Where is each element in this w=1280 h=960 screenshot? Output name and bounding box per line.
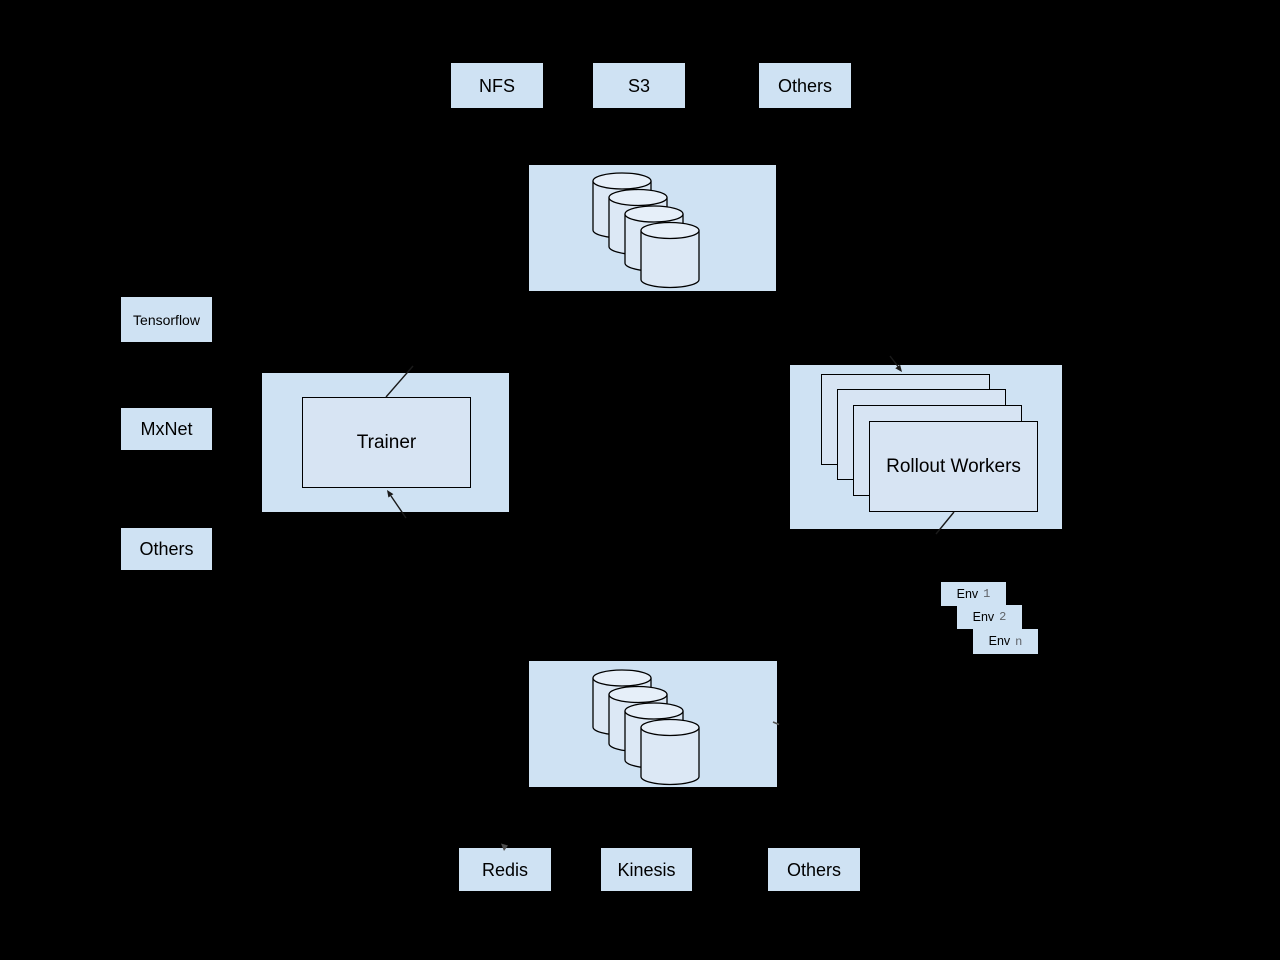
env-n-label: Env bbox=[988, 634, 1011, 649]
env-1-box: Env 1 bbox=[941, 582, 1006, 606]
others-bottom-box: Others bbox=[768, 848, 860, 891]
env-2-index: 2 bbox=[999, 610, 1007, 624]
rollout-worker-card-front: Rollout Workers bbox=[869, 421, 1038, 512]
env-n-box: Env n bbox=[973, 629, 1038, 654]
trainer-container: Trainer bbox=[262, 373, 509, 512]
nfs-box: NFS bbox=[451, 63, 543, 108]
others-frameworks-box: Others bbox=[121, 528, 212, 570]
env-n-index: n bbox=[1015, 634, 1023, 649]
redis-box: Redis bbox=[459, 848, 551, 891]
mxnet-box: MxNet bbox=[121, 408, 212, 450]
rollout-workers-label: Rollout Workers bbox=[886, 455, 1021, 477]
s3-box: S3 bbox=[593, 63, 685, 108]
trainer-label: Trainer bbox=[356, 431, 417, 453]
model-storage-box bbox=[529, 165, 776, 291]
data-storage-box bbox=[529, 661, 777, 787]
rollout-workers-container: Rollout Workers bbox=[790, 365, 1062, 529]
env-2-box: Env 2 bbox=[957, 605, 1022, 629]
env-2-label: Env bbox=[972, 609, 995, 624]
cylinder-4 bbox=[640, 221, 700, 289]
database-cylinders-icon bbox=[592, 669, 700, 786]
env-1-index: 1 bbox=[983, 587, 991, 601]
tensorflow-box: Tensorflow bbox=[121, 297, 212, 342]
env-1-label: Env bbox=[956, 586, 979, 601]
database-cylinders-icon bbox=[592, 172, 700, 289]
trainer-box: Trainer bbox=[302, 397, 471, 488]
others-top-box: Others bbox=[759, 63, 851, 108]
cylinder-4 bbox=[640, 718, 700, 786]
kinesis-box: Kinesis bbox=[601, 848, 692, 891]
